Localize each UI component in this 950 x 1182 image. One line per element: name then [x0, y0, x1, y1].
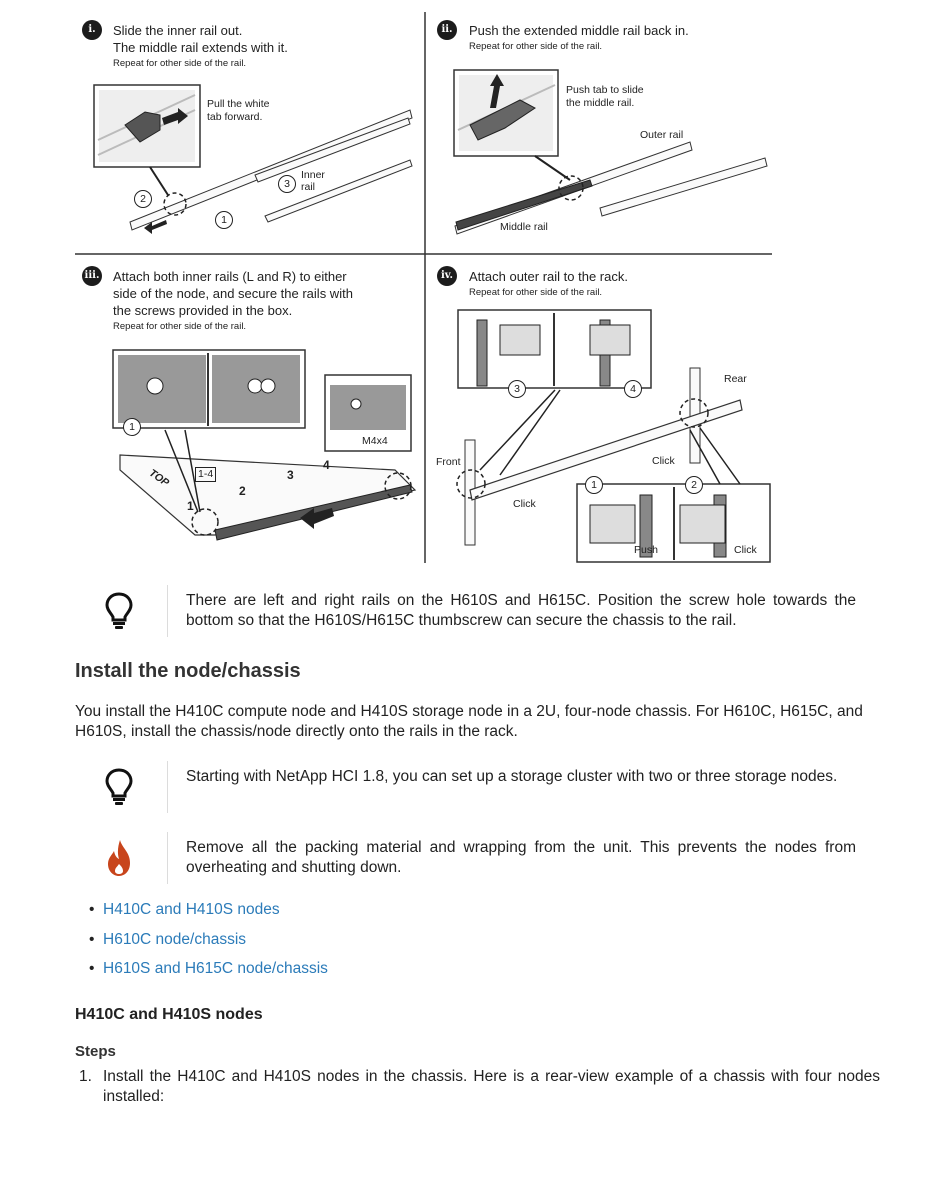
rail-install-drawing — [75, 12, 772, 563]
flame-icon — [108, 840, 130, 876]
admonition-divider — [167, 832, 168, 884]
panel-iii-hole-3: 3 — [287, 468, 294, 482]
panel-iv-step-4: 4 — [624, 380, 642, 398]
panel-badge-iii: iii. — [82, 266, 102, 286]
tip-admonition-rails: There are left and right rails on the H6… — [75, 585, 860, 637]
intro-paragraph: You install the H410C compute node and H… — [75, 703, 863, 740]
steps-list: 1. Install the H410C and H410S nodes in … — [75, 1067, 880, 1107]
panel-badge-iv: iv. — [437, 266, 457, 286]
panel-iii-step-1: 1 — [123, 418, 141, 436]
node-type-links: H410C and H410S nodes H610C node/chassis… — [75, 900, 328, 989]
lightbulb-icon — [105, 768, 133, 805]
step-number: 1. — [79, 1068, 92, 1085]
panel-iii-line-2: side of the node, and secure the rails w… — [113, 286, 353, 301]
panel-iii-note: Repeat for other side of the rail. — [113, 321, 247, 332]
panel-ii-callout-4: Middle rail — [500, 221, 548, 233]
step-text: Install the H410C and H410S nodes in the… — [103, 1068, 880, 1105]
link-h610c[interactable]: H610C node/chassis — [103, 930, 247, 948]
panel-iv-rear-label: Rear — [724, 373, 747, 385]
panel-badge-i: i. — [82, 20, 102, 40]
panel-iii-line-1: Attach both inner rails (L and R) to eit… — [113, 269, 347, 284]
panel-iii-hole-4: 4 — [323, 458, 330, 472]
tip-text-cluster: Starting with NetApp HCI 1.8, you can se… — [186, 768, 838, 785]
step-item: 1. Install the H410C and H410S nodes in … — [75, 1067, 880, 1107]
panel-i-step-3: 3 — [278, 175, 296, 193]
panel-iii-screw-label: M4x4 — [362, 435, 388, 447]
panel-i-callout-2: tab forward. — [207, 111, 263, 123]
panel-iii-line-3: the screws provided in the box. — [113, 303, 293, 318]
panel-ii-callout-3: Outer rail — [640, 129, 684, 141]
panel-i-step-2: 2 — [134, 190, 152, 208]
panel-iv-note: Repeat for other side of the rail. — [469, 287, 603, 298]
link-h610s-h615c[interactable]: H610S and H615C node/chassis — [103, 960, 328, 977]
list-item: H610S and H615C node/chassis — [75, 959, 328, 989]
panel-iv-click-inset: Click — [734, 544, 757, 556]
panel-iii-hole-1: 1 — [187, 499, 194, 513]
tip-admonition-cluster: Starting with NetApp HCI 1.8, you can se… — [75, 761, 860, 813]
section-title: Install the node/chassis — [75, 660, 301, 682]
panel-ii-callout-1: Push tab to slide — [566, 84, 644, 96]
panel-i-callout-4: rail — [301, 181, 316, 193]
panel-iv-click-front: Click — [513, 498, 536, 510]
tip-text-rails: There are left and right rails on the H6… — [186, 592, 856, 629]
list-item: H610C node/chassis — [75, 930, 328, 960]
panel-i-callout-1: Pull the white — [207, 98, 270, 110]
panel-i-callout-3: Inner — [301, 169, 325, 181]
panel-ii-callout-2: the middle rail. — [566, 97, 635, 109]
panel-i-line-1: Slide the inner rail out. — [113, 23, 243, 38]
panel-i-step-1: 1 — [215, 211, 233, 229]
panel-i-line-2: The middle rail extends with it. — [113, 40, 288, 55]
panel-iv-step-1: 1 — [585, 476, 603, 494]
panel-iv-front-label: Front — [436, 456, 461, 468]
warning-admonition: Remove all the packing material and wrap… — [75, 832, 860, 884]
panel-badge-ii: ii. — [437, 20, 457, 40]
list-item: H410C and H410S nodes — [75, 900, 328, 930]
warning-text: Remove all the packing material and wrap… — [186, 839, 856, 876]
rail-install-figure: i. Slide the inner rail out. The middle … — [0, 0, 950, 570]
panel-ii-note: Repeat for other side of the rail. — [469, 41, 603, 52]
admonition-divider — [167, 761, 168, 813]
admonition-divider — [167, 585, 168, 637]
panel-iii-range-label: 1-4 — [195, 467, 217, 482]
panel-iv-click-rear: Click — [652, 455, 675, 467]
panel-ii-line-1: Push the extended middle rail back in. — [469, 23, 689, 38]
subsection-title: H410C and H410S nodes — [75, 1006, 263, 1023]
panel-i-note: Repeat for other side of the rail. — [113, 58, 247, 69]
panel-iii-hole-2: 2 — [239, 484, 246, 498]
panel-iv-line-1: Attach outer rail to the rack. — [469, 269, 628, 284]
panel-iv-step-2: 2 — [685, 476, 703, 494]
steps-heading: Steps — [75, 1043, 116, 1060]
link-h410c-h410s[interactable]: H410C and H410S nodes — [103, 901, 280, 918]
panel-iv-push-label: Push — [634, 544, 658, 556]
lightbulb-icon — [105, 592, 133, 629]
panel-iv-step-3: 3 — [508, 380, 526, 398]
